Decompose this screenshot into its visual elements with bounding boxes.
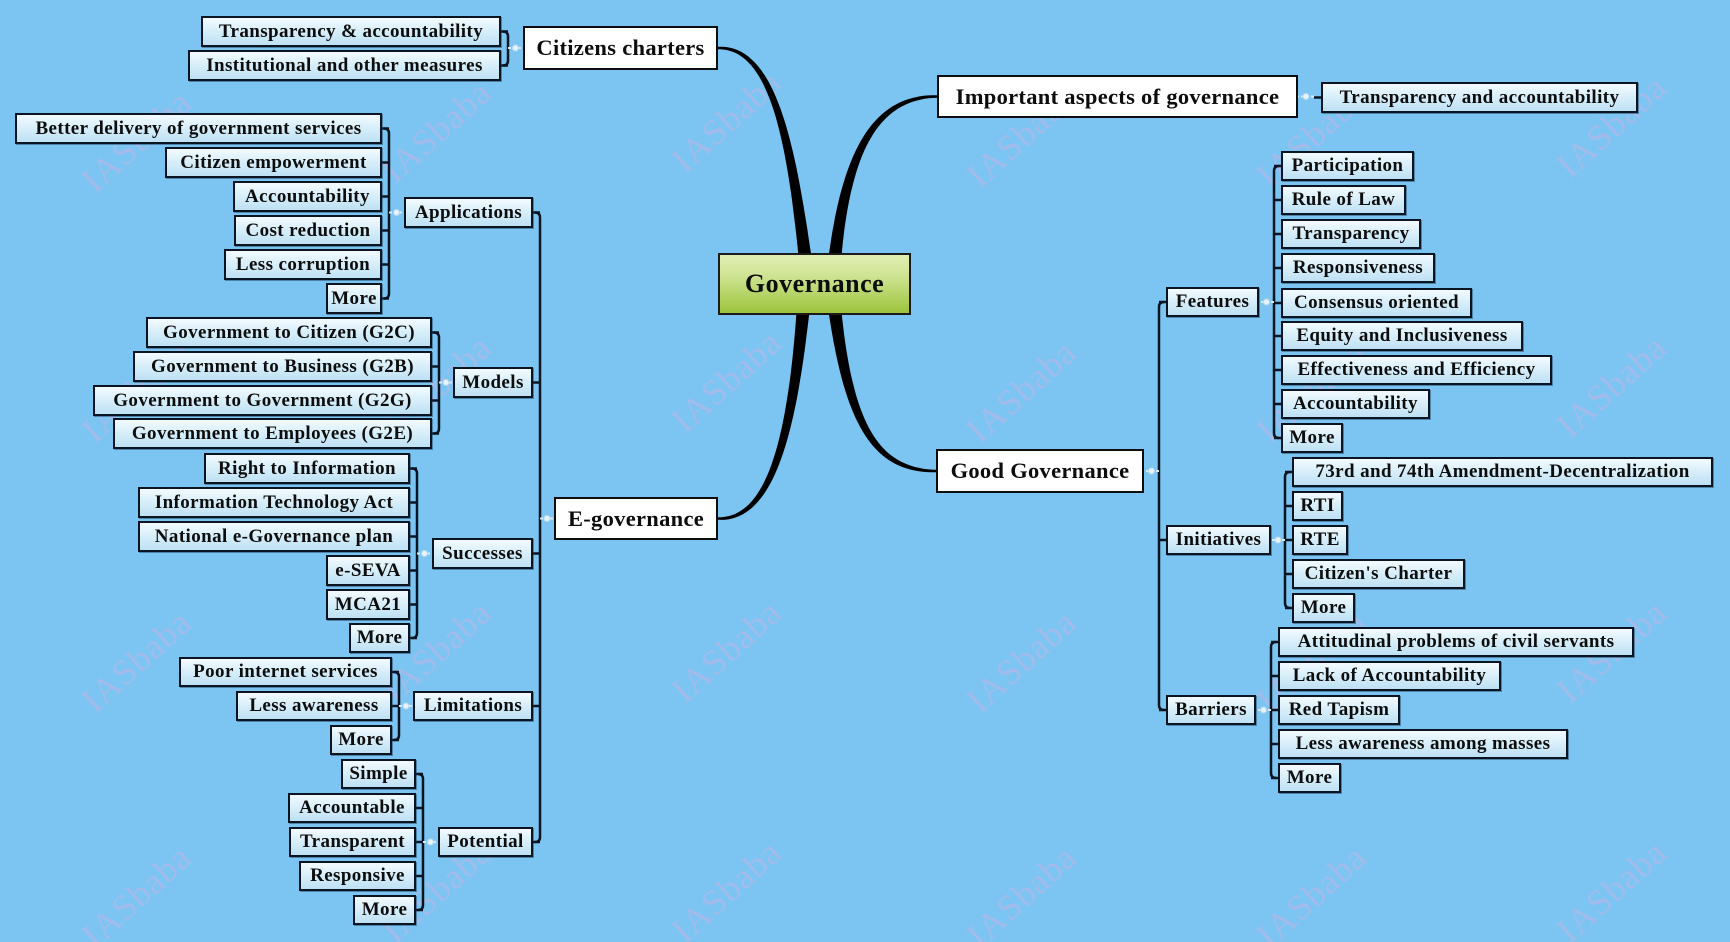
leaf-more[interactable]: More (353, 895, 416, 925)
bracket-line (534, 211, 542, 844)
leaf-poor-internet[interactable]: Poor internet services (179, 657, 392, 687)
connector-dot (393, 209, 400, 216)
leaf-citizen-empowerment[interactable]: Citizen empowerment (165, 147, 382, 178)
leaf-g2b[interactable]: Government to Business (G2B) (133, 351, 432, 382)
bracket-line (1157, 300, 1165, 712)
leaf-more[interactable]: More (326, 283, 382, 314)
subtopic-models[interactable]: Models (453, 367, 533, 398)
leaf-more[interactable]: More (330, 725, 392, 755)
leaf-e-seva[interactable]: e-SEVA (326, 555, 410, 586)
leaf-participation[interactable]: Participation (1281, 151, 1414, 181)
leaf-rule-of-law[interactable]: Rule of Law (1281, 185, 1406, 215)
leaf-accountability[interactable]: Accountability (233, 181, 382, 212)
subtopic-potential[interactable]: Potential (438, 827, 533, 857)
connector-dot (1260, 706, 1267, 714)
connector-dot (1302, 93, 1310, 100)
connector-dot (1148, 467, 1155, 475)
connector-dot (442, 379, 450, 386)
leaf-less-corruption[interactable]: Less corruption (224, 249, 382, 280)
connector-dot (512, 44, 519, 52)
leaf-equity-inclusiveness[interactable]: Equity and Inclusiveness (1281, 321, 1523, 351)
connector-dot (543, 515, 551, 522)
leaf-g2g[interactable]: Government to Government (G2G) (93, 385, 432, 416)
leaf-lack-of-accountability[interactable]: Lack of Accountability (1278, 661, 1501, 691)
central-topic-governance[interactable]: Governance (718, 253, 911, 315)
leaf-transparency[interactable]: Transparency (1281, 219, 1421, 249)
connector-dot (421, 550, 428, 557)
subtopic-features[interactable]: Features (1166, 287, 1259, 317)
subtopic-applications[interactable]: Applications (404, 197, 533, 228)
leaf-cost-reduction[interactable]: Cost reduction (234, 215, 382, 246)
connector-dot (1263, 298, 1270, 306)
topic-citizens-charters[interactable]: Citizens charters (523, 26, 718, 70)
branch-curve-good-governance (828, 310, 936, 473)
leaf-red-tapism[interactable]: Red Tapism (1278, 695, 1400, 725)
leaf-effectiveness-efficiency[interactable]: Effectiveness and Efficiency (1281, 355, 1552, 385)
leaf-attitudinal-problems[interactable]: Attitudinal problems of civil servants (1278, 627, 1634, 657)
leaf-accountable[interactable]: Accountable (288, 793, 416, 823)
leaf-better-delivery[interactable]: Better delivery of government services (15, 113, 382, 144)
leaf-g2c[interactable]: Government to Citizen (G2C) (146, 317, 432, 348)
topic-important-aspects[interactable]: Important aspects of governance (937, 75, 1298, 118)
leaf-responsive[interactable]: Responsive (299, 861, 416, 891)
leaf-transparent[interactable]: Transparent (289, 827, 416, 857)
subtopic-transparency-accountability[interactable]: Transparency & accountability (201, 16, 501, 47)
branch-curve-e-governance (718, 310, 810, 520)
leaf-mca21[interactable]: MCA21 (326, 589, 410, 620)
topic-e-governance[interactable]: E-governance (554, 497, 718, 540)
subtopic-initiatives[interactable]: Initiatives (1166, 525, 1271, 555)
leaf-simple[interactable]: Simple (341, 759, 416, 789)
branch-curve-important-aspects (828, 95, 937, 258)
leaf-rte[interactable]: RTE (1292, 525, 1348, 555)
subtopic-barriers[interactable]: Barriers (1166, 695, 1256, 725)
connector-dot (402, 702, 410, 710)
subtopic-limitations[interactable]: Limitations (413, 691, 533, 721)
leaf-it-act[interactable]: Information Technology Act (138, 487, 410, 518)
leaf-g2e[interactable]: Government to Employees (G2E) (113, 418, 432, 449)
leaf-rti[interactable]: RTI (1292, 491, 1343, 521)
leaf-consensus-oriented[interactable]: Consensus oriented (1281, 288, 1472, 318)
leaf-more[interactable]: More (1292, 593, 1355, 623)
bracket-line (433, 331, 441, 435)
leaf-negp[interactable]: National e-Governance plan (138, 521, 410, 552)
connector-dot (427, 838, 434, 846)
leaf-right-to-information[interactable]: Right to Information (204, 453, 410, 484)
bracket-line (383, 127, 391, 300)
branch-curve-citizens-charters (718, 46, 812, 258)
leaf-less-awareness[interactable]: Less awareness (236, 691, 392, 721)
topic-good-governance[interactable]: Good Governance (936, 449, 1144, 493)
leaf-73rd-74th-amendment[interactable]: 73rd and 74th Amendment-Decentralization (1292, 457, 1713, 487)
leaf-accountability[interactable]: Accountability (1281, 389, 1430, 419)
leaf-less-awareness-masses[interactable]: Less awareness among masses (1278, 729, 1568, 759)
bracket-line (502, 30, 510, 67)
leaf-responsiveness[interactable]: Responsiveness (1281, 253, 1435, 283)
connector-dot (1274, 536, 1282, 544)
leaf-more[interactable]: More (1281, 423, 1343, 453)
leaf-more[interactable]: More (349, 623, 410, 653)
subtopic-transparency-and-accountability[interactable]: Transparency and accountability (1321, 82, 1638, 113)
leaf-citizens-charter[interactable]: Citizen's Charter (1292, 559, 1465, 589)
subtopic-successes[interactable]: Successes (432, 538, 533, 569)
leaf-more[interactable]: More (1278, 763, 1341, 793)
subtopic-institutional-measures[interactable]: Institutional and other measures (188, 50, 501, 81)
bracket-line (411, 467, 419, 640)
